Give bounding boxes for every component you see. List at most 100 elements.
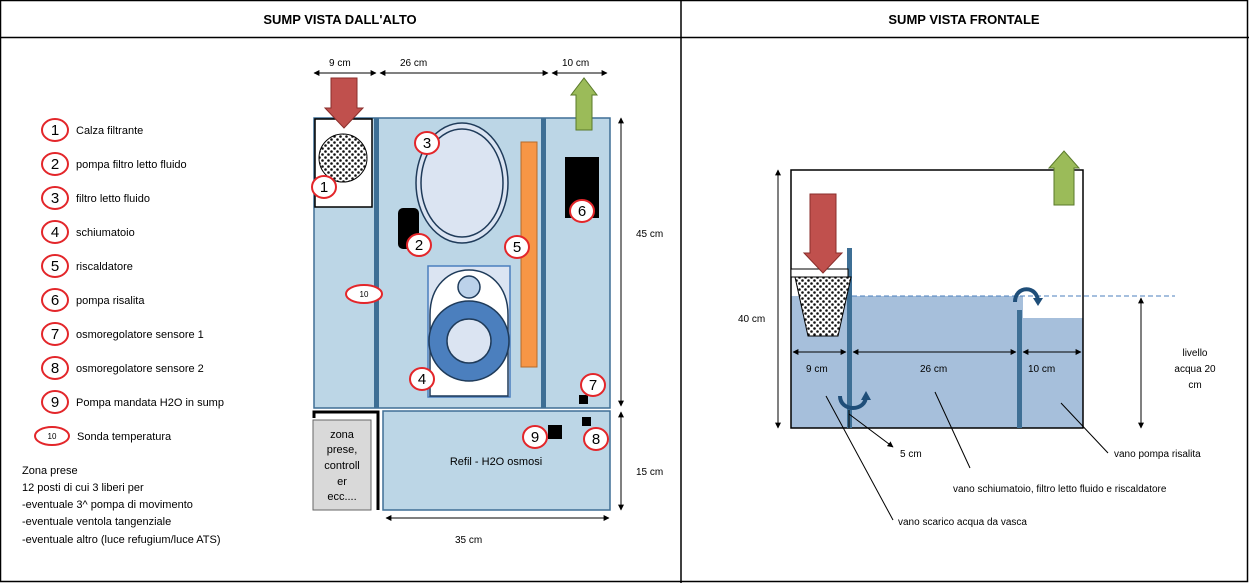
front-filter-sock [794, 276, 852, 337]
legend-number: 5 [51, 258, 59, 275]
front-view: 40 cm 9 cm 26 cm 10 cm 5 cm livello acqu… [738, 150, 1216, 528]
legend-label: Pompa mandata H2O in sump [76, 397, 224, 409]
inlet-arrow-icon [323, 77, 365, 129]
diagram-badge-number: 4 [418, 371, 426, 388]
flow-arrow-bottom-head-icon [861, 391, 871, 400]
zona-prese-line: -eventuale altro (luce refugium/luce ATS… [22, 534, 221, 546]
legend-number: 7 [51, 326, 59, 343]
legend-label: Calza filtrante [76, 125, 143, 137]
legend-badge [41, 152, 69, 176]
front-level-line: acqua 20 [1174, 364, 1216, 375]
dim-h2: 15 cm [636, 467, 663, 478]
zona-prese-line: -eventuale 3^ pompa di movimento [22, 499, 193, 511]
sensor-2 [582, 417, 591, 426]
diagram-badge-number: 1 [320, 179, 328, 196]
legend-label: riscaldatore [76, 261, 133, 273]
diagram-badge [504, 235, 530, 259]
diagram-badge-number: 5 [513, 239, 521, 256]
legend-label: filtro letto fluido [76, 193, 150, 205]
skimmer-top [457, 275, 481, 299]
zona-box-line: ecc.... [327, 491, 356, 503]
legend-badge [41, 186, 69, 210]
dim-w1: 9 cm [329, 58, 351, 69]
ann-risalita: vano pompa risalita [1114, 449, 1201, 460]
diagram-badge [345, 284, 383, 304]
legend-badge [41, 220, 69, 244]
dim-h1: 45 cm [636, 229, 663, 240]
front-view-title: SUMP VISTA FRONTALE [888, 12, 1040, 27]
flow-arrow-top-head-icon [1033, 298, 1043, 306]
legend-label: schiumatoio [76, 227, 135, 239]
divider-left [374, 118, 379, 408]
diagram-badge-number: 8 [592, 431, 600, 448]
legend-label: osmoregolatore sensore 2 [76, 363, 204, 375]
diagram-badge-number: 2 [415, 237, 423, 254]
leader-schiumatoio [934, 391, 971, 469]
legend-label: pompa risalita [76, 295, 145, 307]
sock-holder [790, 268, 849, 278]
refill-pump [548, 425, 562, 439]
refill-tank [382, 410, 611, 511]
diagram-badge [569, 199, 595, 223]
front-level-line: cm [1188, 380, 1201, 391]
front-level-line: livello [1182, 348, 1207, 359]
diagram-badge [522, 425, 548, 449]
dim-w2: 26 cm [400, 58, 427, 69]
legend-label: osmoregolatore sensore 1 [76, 329, 204, 341]
zona-border [312, 410, 380, 510]
zona-prese-line: -eventuale ventola tangenziale [22, 516, 171, 528]
diagram-badge-number: 6 [578, 203, 586, 220]
diagram-badge-number: 7 [589, 377, 597, 394]
diagram-badge [311, 175, 337, 199]
zona-box-line: controll [324, 460, 359, 472]
legend-number: 9 [51, 394, 59, 411]
diagram-badge [409, 367, 435, 391]
filter-sock [318, 133, 368, 183]
diagram-badge-number: 3 [423, 135, 431, 152]
skimmer-center [446, 318, 492, 364]
dim-w3: 10 cm [562, 58, 589, 69]
top-view-badges: 1 2 3 4 5 6 7 8 9 10 [311, 131, 609, 451]
zona-prese-notes: Zona prese 12 posti di cui 3 liberi per … [22, 465, 221, 546]
legend-badge [34, 426, 70, 446]
legend-badge [41, 322, 69, 346]
front-w3: 10 cm [1028, 364, 1055, 375]
front-w1: 9 cm [806, 364, 828, 375]
legend-number: 2 [51, 156, 59, 173]
top-view: 9 cm 26 cm 10 cm Refil - H2O [312, 58, 663, 546]
zona-box-line: er [337, 476, 347, 488]
outlet-arrow-icon [569, 77, 599, 131]
legend-number: 3 [51, 190, 59, 207]
legend-number: 8 [51, 360, 59, 377]
zona-box-line: prese, [327, 444, 358, 456]
legend-label: pompa filtro letto fluido [76, 159, 187, 171]
diagram-badge-number: 10 [360, 290, 369, 299]
legend-badge [41, 288, 69, 312]
zona-box-line: zona [330, 429, 355, 441]
front-inlet-arrow-icon [802, 193, 844, 274]
dim-total: 35 cm [455, 535, 482, 546]
diagram-badge [406, 233, 432, 257]
front-gap: 5 cm [900, 449, 922, 460]
legend-badge [41, 254, 69, 278]
legend-badge [41, 118, 69, 142]
divider-right [541, 118, 546, 408]
refill-label: Refil - H2O osmosi [450, 456, 542, 468]
legend-badge [41, 356, 69, 380]
legend-number: 1 [51, 122, 59, 139]
front-tank [790, 169, 1084, 429]
zona-box-text: zona prese, controll er ecc.... [324, 429, 359, 503]
water-return-chamber [1023, 318, 1083, 428]
legend-badge [41, 390, 69, 414]
front-outlet-arrow-icon [1047, 150, 1081, 206]
legend-number: 6 [51, 292, 59, 309]
front-divider-left [847, 248, 852, 428]
legend-label: Sonda temperatura [77, 431, 172, 443]
front-height: 40 cm [738, 314, 765, 325]
legend-number: 10 [48, 432, 57, 441]
diagram-badge-number: 9 [531, 429, 539, 446]
legend: 1 Calza filtrante 2 pompa filtro letto flui… [34, 118, 224, 446]
ann-schiumatoio: vano schiumatoio, filtro letto fluido e … [953, 484, 1167, 495]
